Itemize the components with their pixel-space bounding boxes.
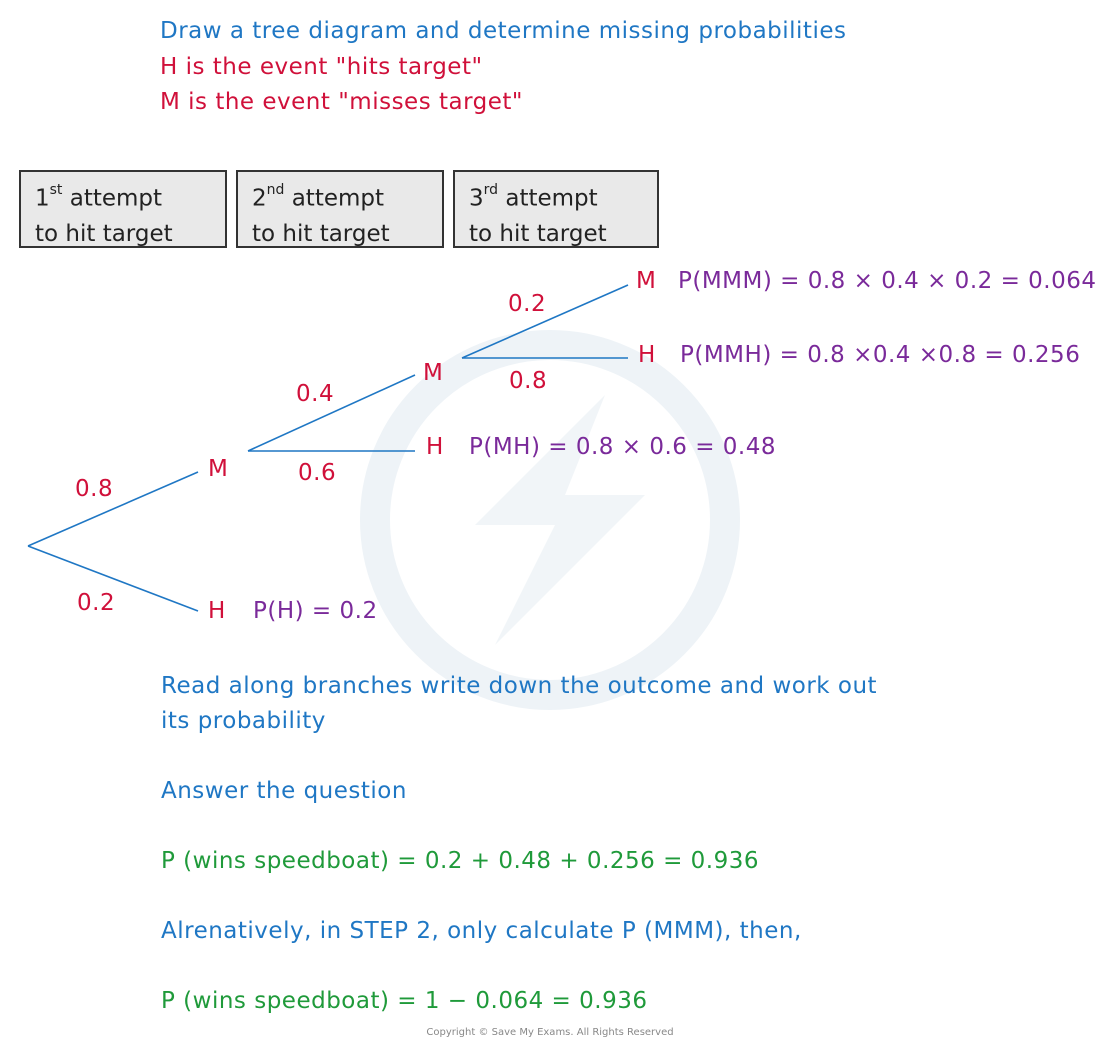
- outcome-MH: P(MH) = 0.8 × 0.6 = 0.48: [469, 434, 777, 460]
- branch-1-to-M: [27, 471, 199, 547]
- ordinal-suffix: rd: [483, 182, 499, 198]
- copyright-notice: Copyright © Save My Exams. All Rights Re…: [426, 1027, 674, 1038]
- branch-prob-second-M: 0.4: [296, 381, 335, 407]
- alternative-method: Alrenatively, in STEP 2, only calculate …: [161, 918, 802, 944]
- ordinal-number: 1: [35, 185, 50, 212]
- branch-prob-first-H: 0.2: [77, 590, 116, 616]
- branch-3-to-M: [461, 284, 629, 359]
- node-third-M: M: [636, 268, 657, 294]
- calculation-complement: P (wins speedboat) = 1 − 0.064 = 0.936: [161, 988, 648, 1014]
- node-first-M: M: [208, 456, 229, 482]
- attempt-word: attempt: [284, 185, 385, 212]
- outcome-H: P(H) = 0.2: [253, 598, 378, 624]
- column-subtitle: to hit target: [35, 220, 173, 247]
- outcome-MMH: P(MMH) = 0.8 ×0.4 ×0.8 = 0.256: [680, 342, 1081, 368]
- read-branches-instruction: Read along branches write down the outco…: [161, 673, 878, 699]
- instruction-title: Draw a tree diagram and determine missin…: [160, 18, 847, 44]
- outcome-MMM: P(MMM) = 0.8 × 0.4 × 0.2 = 0.064: [678, 268, 1097, 294]
- node-second-H: H: [426, 434, 444, 460]
- column-header-3rd-attempt: 3rd attempt to hit target: [453, 170, 659, 248]
- attempt-word: attempt: [498, 185, 598, 212]
- read-branches-instruction-cont: its probability: [161, 708, 326, 734]
- branch-prob-first-M: 0.8: [75, 476, 114, 502]
- branch-prob-third-M: 0.2: [508, 291, 547, 317]
- attempt-word: attempt: [62, 185, 163, 212]
- node-second-M: M: [423, 360, 444, 386]
- ordinal-suffix: st: [49, 182, 63, 198]
- column-subtitle: to hit target: [469, 220, 607, 247]
- node-first-H: H: [208, 598, 226, 624]
- event-m-definition: M is the event "misses target": [160, 89, 524, 115]
- branch-prob-second-H: 0.6: [298, 460, 337, 486]
- ordinal-number: 3: [469, 185, 484, 212]
- column-header-1st-attempt: 1st attempt to hit target: [19, 170, 227, 248]
- event-h-definition: H is the event "hits target": [160, 54, 483, 80]
- answer-heading: Answer the question: [161, 778, 407, 804]
- column-subtitle: to hit target: [252, 220, 390, 247]
- column-header-2nd-attempt: 2nd attempt to hit target: [236, 170, 444, 248]
- node-third-H: H: [638, 342, 656, 368]
- branch-1-to-H: [27, 545, 199, 612]
- branch-2-to-M: [247, 374, 416, 452]
- ordinal-suffix: nd: [266, 182, 285, 198]
- watermark-logo: [360, 330, 740, 710]
- ordinal-number: 2: [252, 185, 267, 212]
- branch-prob-third-H: 0.8: [509, 368, 548, 394]
- calculation-sum: P (wins speedboat) = 0.2 + 0.48 + 0.256 …: [161, 848, 760, 874]
